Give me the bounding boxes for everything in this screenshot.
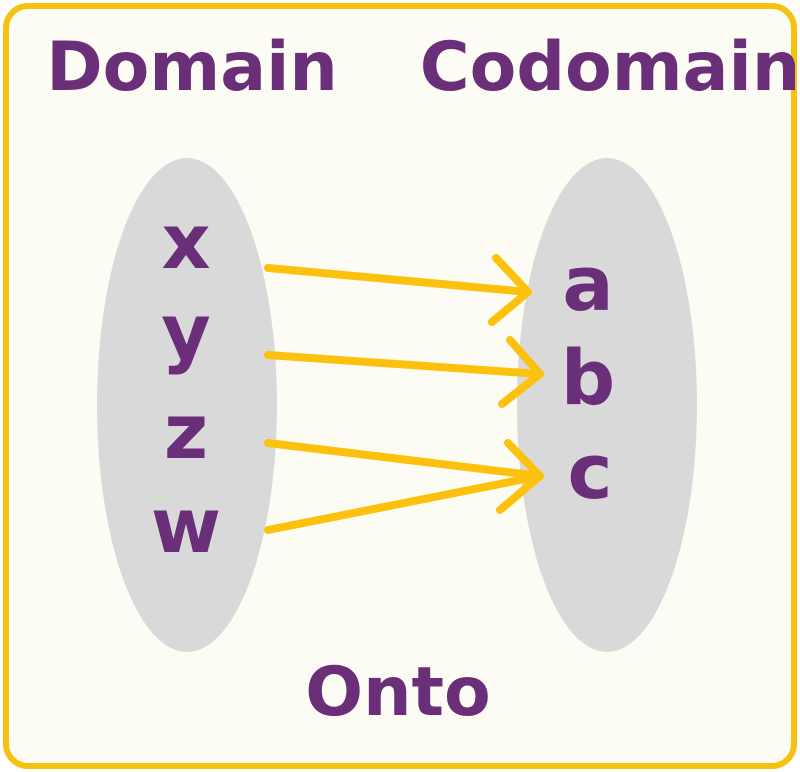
codomain-element-c: c (567, 427, 612, 516)
domain-ellipse (97, 158, 277, 652)
codomain-element-b: b (561, 333, 615, 422)
codomain-title: Codomain (420, 28, 800, 107)
arrow-x-to-a (264, 254, 532, 326)
domain-title: Domain (46, 28, 338, 107)
domain-element-x: x (161, 197, 210, 286)
codomain-ellipse (517, 158, 697, 652)
domain-element-y: y (161, 287, 211, 376)
diagram-caption: Onto (305, 653, 490, 732)
domain-element-z: z (164, 387, 208, 476)
arrow-y-to-b (264, 336, 544, 408)
arrow-w-to-c (264, 472, 544, 534)
domain-element-w: w (151, 481, 221, 570)
codomain-element-a: a (562, 239, 613, 328)
